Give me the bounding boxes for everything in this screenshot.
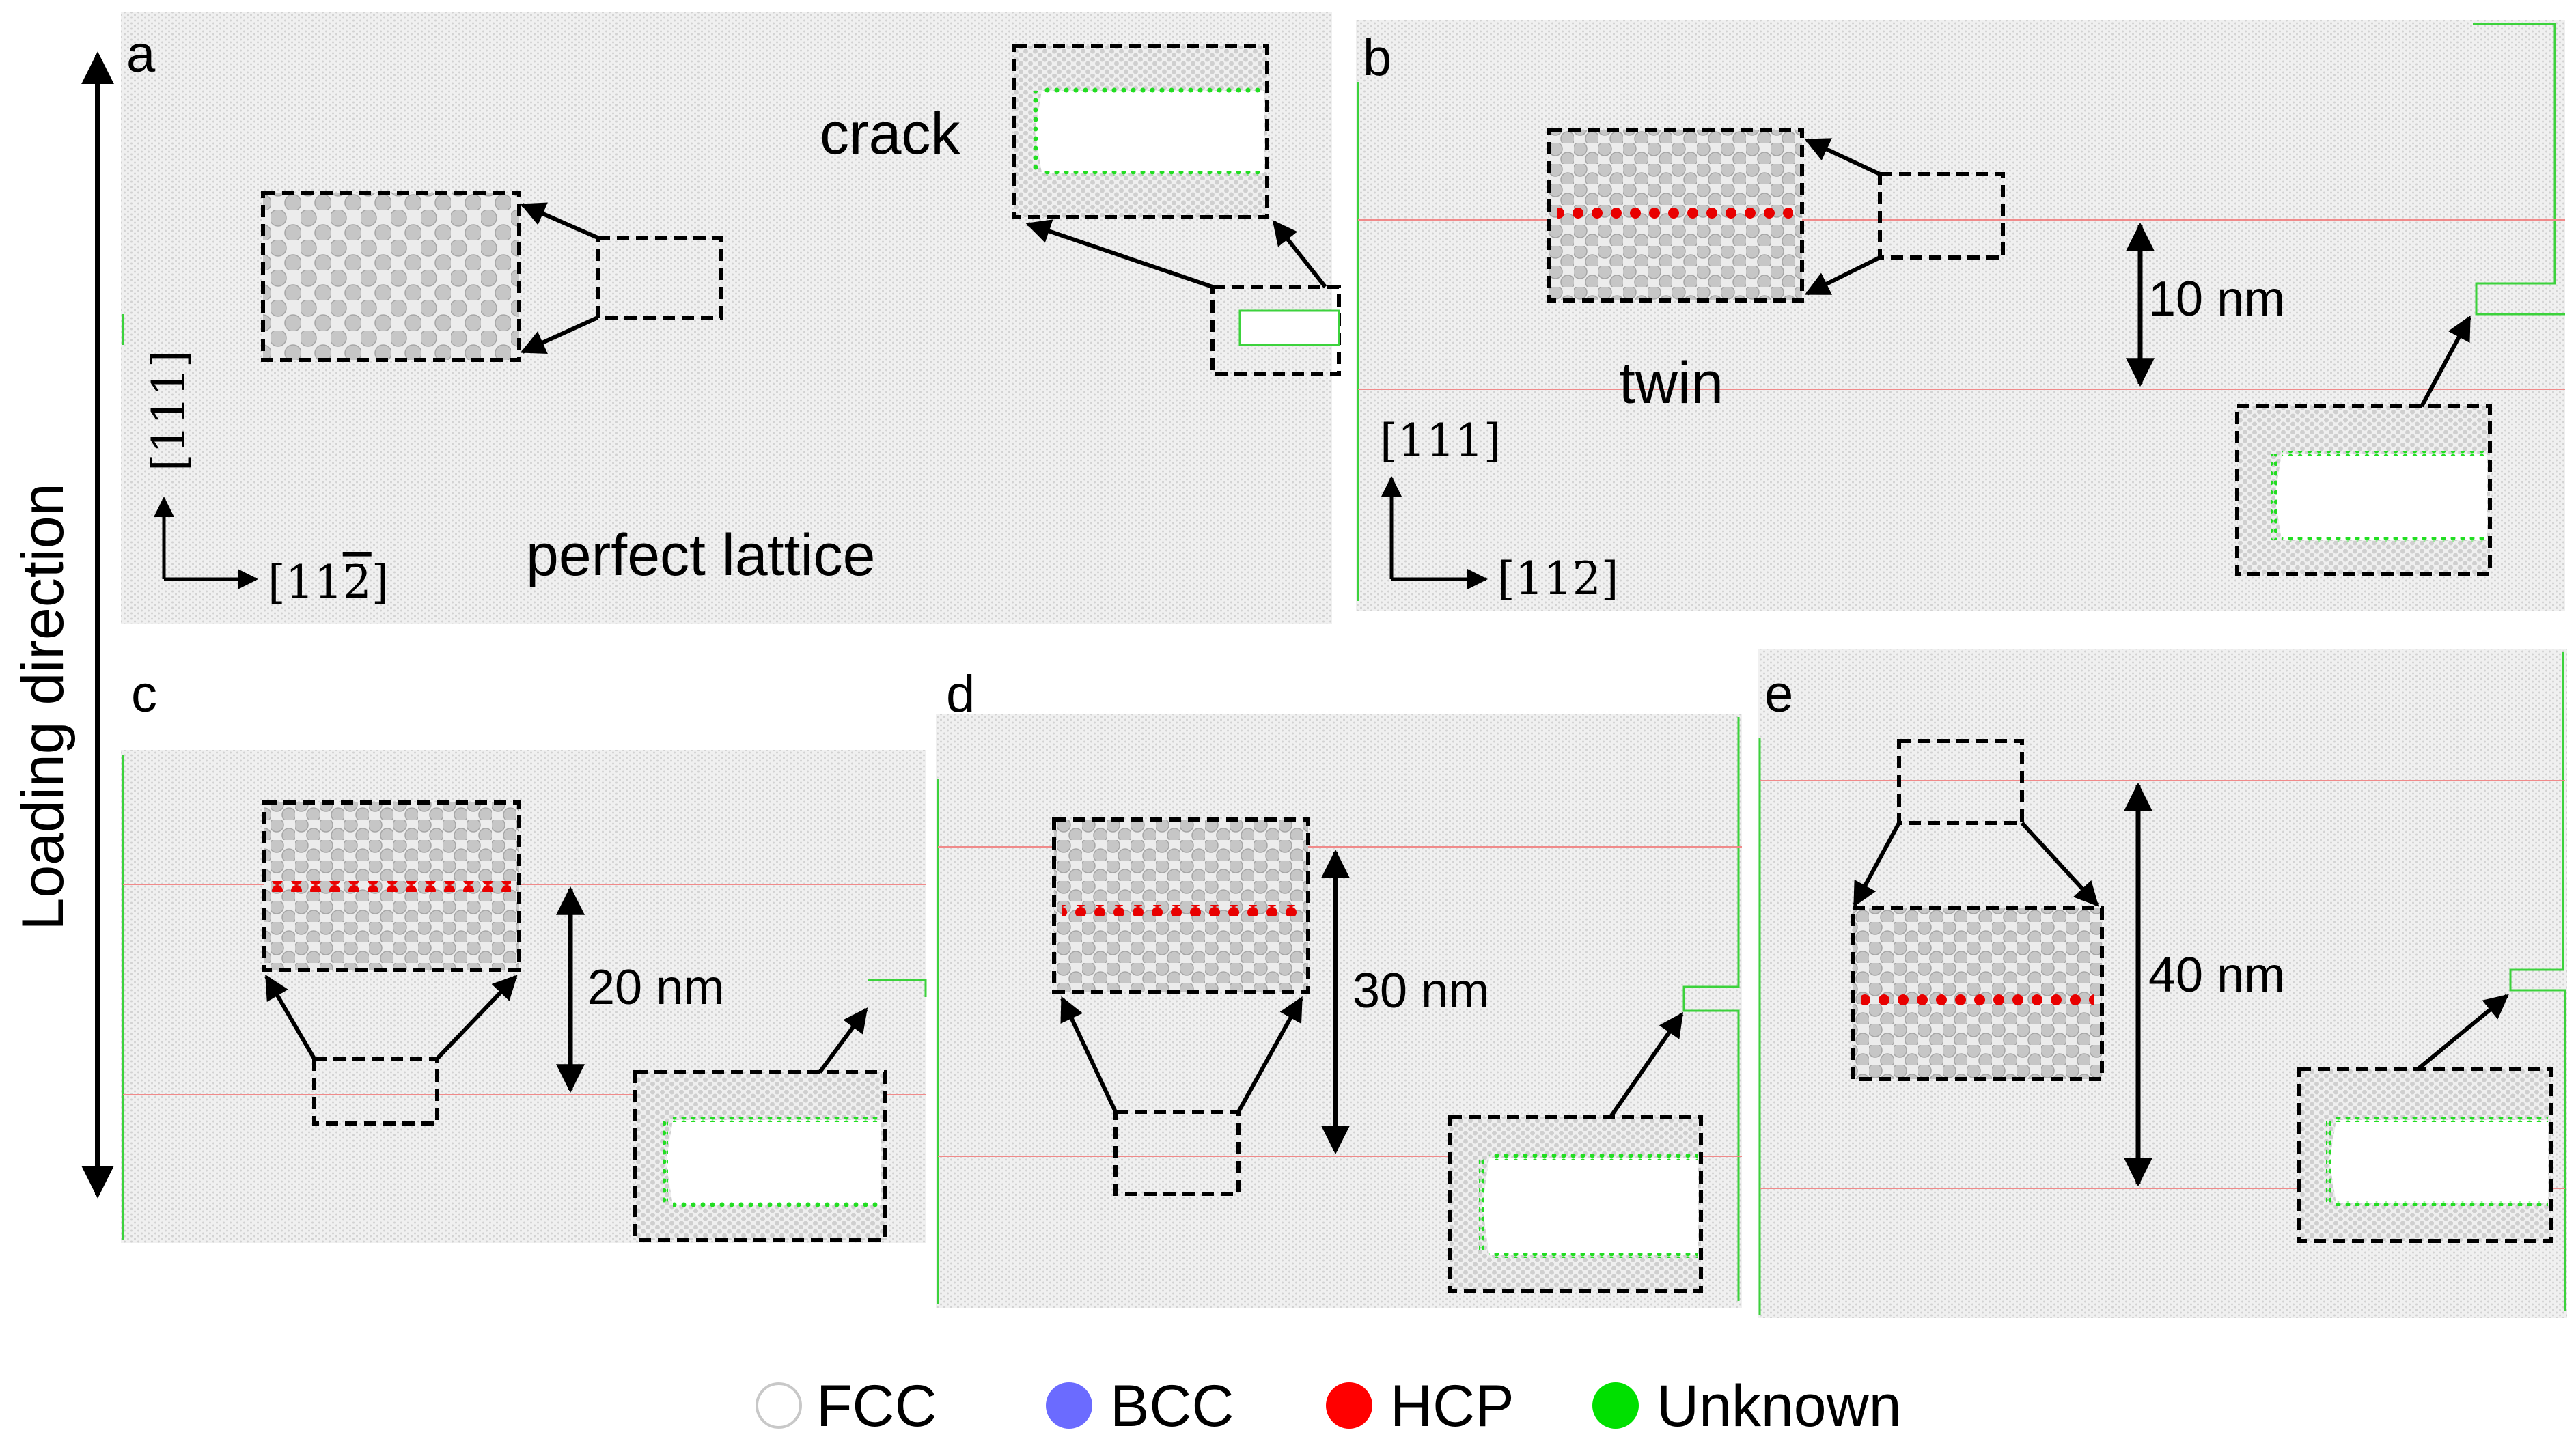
panel-e-spacing-label: 40 nm [2148, 948, 2285, 1003]
panel-b-axis-right: [112] [1497, 553, 1618, 605]
panel-b-zoom-source [1878, 172, 2005, 260]
panel-a: a crack [111] [112] perfect lattice [121, 12, 1341, 624]
legend-label-fcc: FCC [816, 1373, 937, 1439]
panel-a-lattice-label: perfect lattice [526, 522, 875, 588]
panel-c-zoom-source [312, 1057, 439, 1126]
legend-item-hcp: HCP [1326, 1373, 1514, 1439]
legend-item-fcc: FCC [756, 1373, 937, 1439]
panel-b-spacing-label: 10 nm [2148, 272, 2285, 326]
panel-d: d 30 nm [936, 665, 1742, 1308]
panel-a-atom-inset [261, 191, 521, 362]
panel-d-spacing-label: 30 nm [1353, 964, 1489, 1018]
legend: FCC BCC HCP Unknown [756, 1373, 1902, 1439]
panel-c-spacing-label: 20 nm [587, 960, 724, 1015]
panel-a-crack-label: crack [820, 101, 960, 167]
panel-b-letter: b [1363, 29, 1391, 87]
panel-a-axis-up: [111] [143, 350, 195, 471]
loading-direction-label: Loading direction [10, 483, 76, 930]
legend-item-unknown: Unknown [1592, 1373, 1902, 1439]
panel-e: e 40 nm [1758, 649, 2567, 1318]
panel-d-zoom-source [1113, 1110, 1241, 1196]
panel-a-zoom-source [596, 236, 723, 320]
legend-swatch-fcc [756, 1382, 802, 1429]
panel-b: b 10 nm twin [111] [112] [1356, 20, 2565, 611]
legend-swatch-hcp [1326, 1382, 1372, 1429]
panel-c: c 20 nm [121, 665, 927, 1243]
panel-d-letter: d [946, 665, 975, 723]
legend-swatch-unknown [1592, 1382, 1639, 1429]
legend-swatch-bcc [1046, 1382, 1092, 1429]
panel-e-letter: e [1764, 665, 1793, 723]
panel-c-letter: c [131, 665, 157, 723]
panel-b-twin-label: twin [1619, 350, 1723, 416]
legend-label-unknown: Unknown [1657, 1373, 1902, 1439]
panel-a-crack-source [1210, 285, 1341, 376]
panel-e-zoom-source [1897, 739, 2024, 825]
legend-item-bcc: BCC [1046, 1373, 1234, 1439]
legend-label-hcp: HCP [1390, 1373, 1514, 1439]
legend-label-bcc: BCC [1110, 1373, 1234, 1439]
panel-b-axis-up: [111] [1380, 415, 1501, 467]
panel-a-axis-right: [112] [268, 556, 389, 609]
panel-a-letter: a [126, 25, 156, 83]
